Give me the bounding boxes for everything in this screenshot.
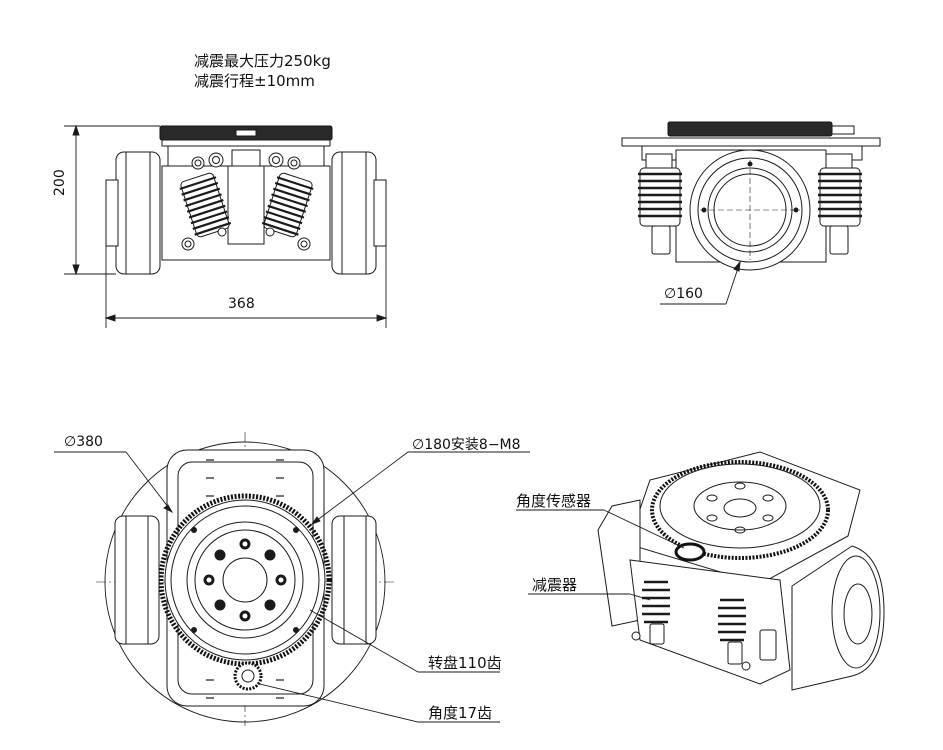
shock-absorber-label: 减震器 [532, 576, 578, 594]
outer-diameter-dimension: ∅380 [64, 434, 103, 450]
height-dimension: 200 [52, 169, 68, 196]
mount-circle-dimension: ∅180安装8−M8 [412, 437, 521, 453]
width-dimension: 368 [228, 296, 255, 312]
side-view [622, 122, 880, 304]
max-pressure-note: 减震最大压力250kg [194, 52, 331, 70]
top-view [54, 432, 530, 726]
angle-sensor-label: 角度传感器 [516, 492, 592, 510]
bore-diameter-dimension: ∅160 [664, 286, 703, 302]
angle-gear-label: 角度17齿 [428, 704, 493, 722]
isometric-view [516, 452, 884, 690]
turntable-label: 转盘110齿 [428, 654, 502, 672]
front-view [64, 126, 386, 328]
travel-note: 减震行程±10mm [194, 72, 315, 90]
